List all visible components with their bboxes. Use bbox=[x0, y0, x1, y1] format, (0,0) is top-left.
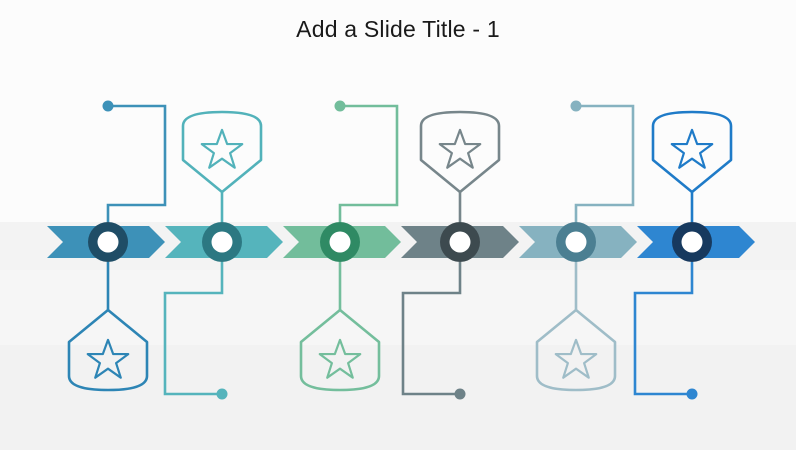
connector-line bbox=[633, 262, 694, 396]
shield-outline bbox=[651, 110, 733, 194]
badge-shield-step-6[interactable] bbox=[651, 110, 733, 222]
connector-line bbox=[106, 104, 167, 222]
connector-step-3 bbox=[334, 100, 399, 222]
shield-outline bbox=[67, 308, 149, 392]
connector-step-6 bbox=[633, 262, 698, 400]
connector-line bbox=[338, 104, 399, 222]
connector-endpoint-dot bbox=[102, 100, 114, 112]
connector-line bbox=[163, 262, 224, 396]
shield-outline bbox=[299, 308, 381, 392]
node-center bbox=[97, 231, 119, 253]
page-title[interactable]: Add a Slide Title - 1 bbox=[296, 16, 500, 42]
badge-shield-step-3[interactable] bbox=[299, 262, 381, 392]
step-nodes-layer bbox=[88, 222, 712, 262]
step-node-2[interactable] bbox=[202, 222, 242, 262]
star-icon bbox=[318, 338, 362, 379]
badge-shields-layer bbox=[67, 110, 733, 392]
badge-shield-step-4[interactable] bbox=[419, 110, 501, 222]
badge-shield-step-5[interactable] bbox=[535, 262, 617, 392]
step-node-6[interactable] bbox=[672, 222, 712, 262]
star-icon bbox=[438, 128, 482, 169]
star-icon bbox=[200, 128, 244, 169]
chevron-arrows-layer bbox=[47, 226, 755, 258]
step-node-3[interactable] bbox=[320, 222, 360, 262]
node-center bbox=[565, 231, 587, 253]
node-center bbox=[211, 231, 233, 253]
star-icon bbox=[554, 338, 598, 379]
step-node-1[interactable] bbox=[88, 222, 128, 262]
connector-lines-layer bbox=[102, 100, 698, 400]
connector-endpoint-dot bbox=[686, 388, 698, 400]
connector-step-5 bbox=[570, 100, 635, 222]
badge-shield-step-1[interactable] bbox=[67, 262, 149, 392]
connector-endpoint-dot bbox=[570, 100, 582, 112]
connector-line bbox=[574, 104, 635, 222]
step-node-5[interactable] bbox=[556, 222, 596, 262]
connector-line bbox=[401, 262, 462, 396]
node-center bbox=[329, 231, 351, 253]
connector-endpoint-dot bbox=[454, 388, 466, 400]
shield-outline bbox=[181, 110, 263, 194]
star-icon bbox=[86, 338, 130, 379]
star-icon bbox=[670, 128, 714, 169]
shield-outline bbox=[419, 110, 501, 194]
node-center bbox=[681, 231, 703, 253]
step-node-4[interactable] bbox=[440, 222, 480, 262]
shield-outline bbox=[535, 308, 617, 392]
badge-shield-step-2[interactable] bbox=[181, 110, 263, 222]
connector-endpoint-dot bbox=[216, 388, 228, 400]
connector-endpoint-dot bbox=[334, 100, 346, 112]
connector-step-1 bbox=[102, 100, 167, 222]
connector-step-4 bbox=[401, 262, 466, 400]
connector-step-2 bbox=[163, 262, 228, 400]
node-center bbox=[449, 231, 471, 253]
